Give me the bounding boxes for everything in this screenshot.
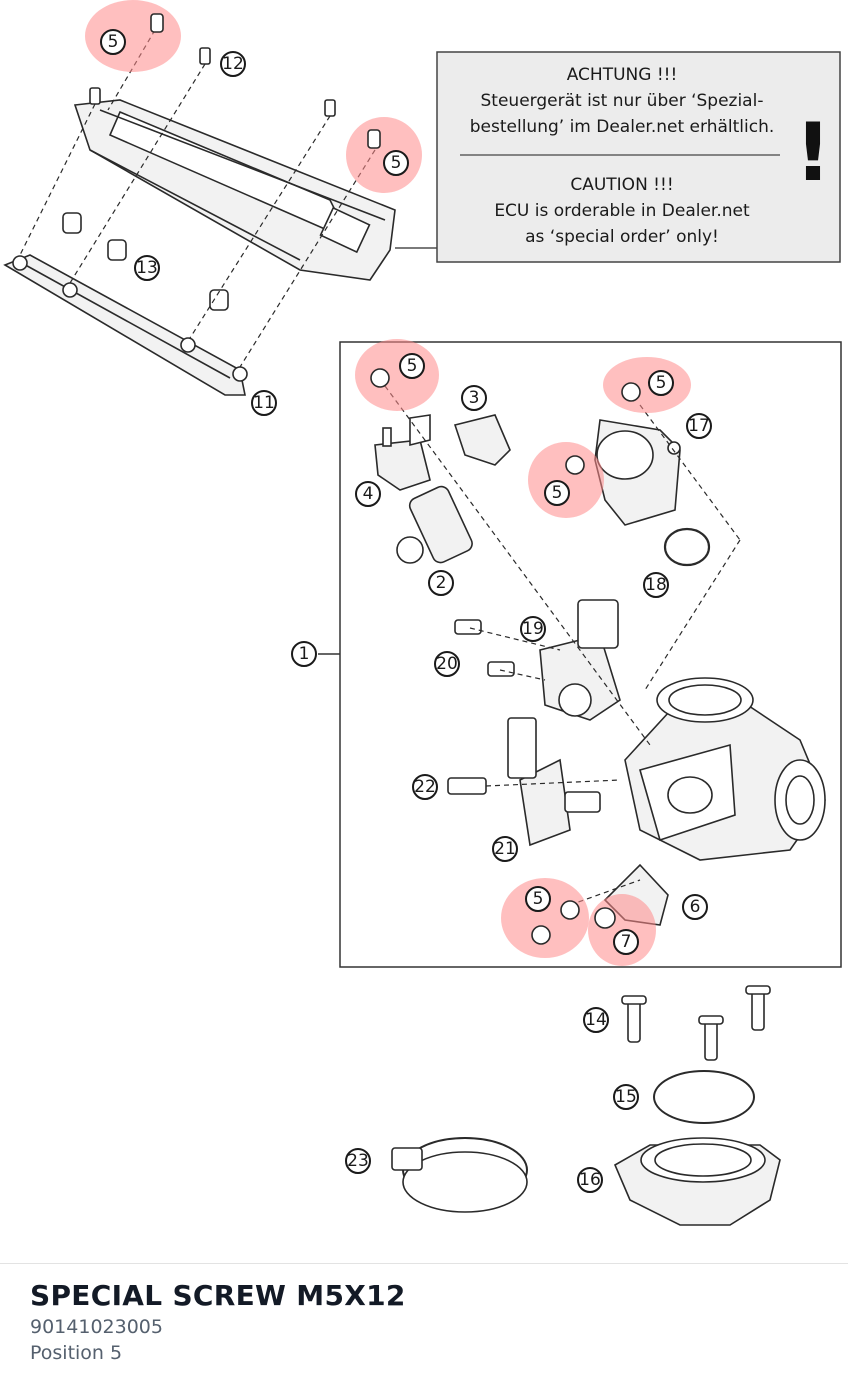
notice-en-line2: as ‘special order’ only!	[525, 227, 719, 247]
position-label-3[interactable]: 3	[461, 385, 487, 411]
info-divider	[0, 1263, 848, 1264]
position-label-1[interactable]: 1	[291, 641, 317, 667]
position-label-5b[interactable]: 5	[383, 150, 409, 176]
position-label-14[interactable]: 14	[583, 1007, 609, 1033]
position-label-2[interactable]: 2	[428, 570, 454, 596]
part-info-panel: SPECIAL SCREW M5X12 90141023005 Position…	[30, 1278, 820, 1366]
position-label-12[interactable]: 12	[220, 51, 246, 77]
exploded-view-drawing: ACHTUNG !!! Steuergerät ist nur über ‘Sp…	[3, 0, 842, 1226]
position-label-5c[interactable]: 5	[399, 353, 425, 379]
position-label-22[interactable]: 22	[412, 774, 438, 800]
position-label-16[interactable]: 16	[577, 1167, 603, 1193]
svg-text:5: 5	[533, 889, 544, 909]
svg-text:19: 19	[522, 619, 544, 639]
position-label-18[interactable]: 18	[643, 572, 669, 598]
svg-text:18: 18	[645, 575, 667, 595]
svg-text:3: 3	[469, 388, 480, 408]
position-label-11[interactable]: 11	[251, 390, 277, 416]
ecu-assembly	[3, 0, 437, 396]
svg-text:5: 5	[391, 153, 402, 173]
svg-text:20: 20	[436, 654, 458, 674]
part-position: Position 5	[30, 1342, 123, 1364]
notice-box: ACHTUNG !!! Steuergerät ist nur über ‘Sp…	[436, 51, 841, 263]
position-label-5e[interactable]: 5	[544, 480, 570, 506]
position-label-7[interactable]: 7	[613, 929, 639, 955]
notice-de-line1: Steuergerät ist nur über ‘Spezial-	[481, 91, 764, 111]
svg-text:5: 5	[108, 32, 119, 52]
part-number: 90141023005	[30, 1316, 163, 1338]
notice-de-line2: bestellung’ im Dealer.net erhältlich.	[470, 117, 775, 137]
svg-text:7: 7	[621, 932, 632, 952]
svg-text:15: 15	[615, 1087, 637, 1107]
svg-text:17: 17	[688, 416, 710, 436]
throttle-body-assembly	[355, 339, 826, 966]
svg-text:11: 11	[253, 393, 275, 413]
parts-diagram: ACHTUNG !!! Steuergerät ist nur über ‘Sp…	[3, 0, 842, 1226]
position-label-17[interactable]: 17	[686, 413, 712, 439]
svg-text:16: 16	[579, 1170, 601, 1190]
position-label-21[interactable]: 21	[492, 836, 518, 862]
intake-adapter-assembly	[391, 985, 781, 1226]
svg-text:5: 5	[407, 356, 418, 376]
part-title: SPECIAL SCREW M5X12	[30, 1279, 406, 1312]
position-label-15[interactable]: 15	[613, 1084, 639, 1110]
svg-text:14: 14	[585, 1010, 607, 1030]
position-labels: 5 12 5 13 11 5 3 5 17 4 5 2 18 19 1 20 2…	[100, 29, 712, 1193]
notice-en-heading: CAUTION !!!	[570, 175, 673, 195]
svg-text:5: 5	[656, 373, 667, 393]
position-label-5d[interactable]: 5	[648, 370, 674, 396]
svg-text:6: 6	[690, 897, 701, 917]
warning-mark-icon: !	[795, 106, 831, 199]
position-label-19[interactable]: 19	[520, 616, 546, 642]
svg-text:12: 12	[222, 54, 244, 74]
position-label-4[interactable]: 4	[355, 481, 381, 507]
svg-text:5: 5	[552, 483, 563, 503]
position-label-5f[interactable]: 5	[525, 886, 551, 912]
svg-text:2: 2	[436, 573, 447, 593]
svg-text:21: 21	[494, 839, 516, 859]
position-label-23[interactable]: 23	[345, 1148, 371, 1174]
position-label-20[interactable]: 20	[434, 651, 460, 677]
svg-text:13: 13	[136, 258, 158, 278]
svg-text:1: 1	[299, 644, 310, 664]
svg-text:22: 22	[414, 777, 436, 797]
position-label-5a[interactable]: 5	[100, 29, 126, 55]
notice-en-line1: ECU is orderable in Dealer.net	[494, 201, 750, 221]
svg-text:4: 4	[363, 484, 374, 504]
position-label-6[interactable]: 6	[682, 894, 708, 920]
notice-de-heading: ACHTUNG !!!	[567, 65, 678, 85]
position-label-13[interactable]: 13	[134, 255, 160, 281]
svg-text:23: 23	[347, 1151, 369, 1171]
